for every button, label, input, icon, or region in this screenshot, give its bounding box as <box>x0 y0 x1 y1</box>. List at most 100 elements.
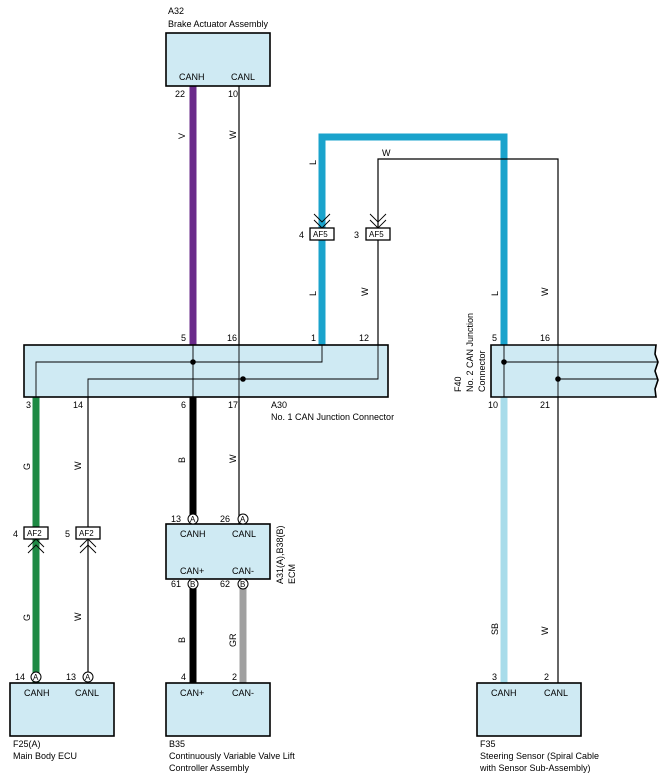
ecm-pin-26: 26 <box>220 514 230 524</box>
f25-name: Main Body ECU <box>13 751 77 761</box>
b35-pin-canm-label: CAN- <box>232 688 254 698</box>
f40-pin-5: 5 <box>492 333 497 343</box>
f35-name-line2: with Sensor Sub-Assembly) <box>479 763 591 773</box>
wire-label-v: V <box>177 133 187 139</box>
af2-chevron-g <box>27 538 45 554</box>
ecm-code: A31(A),B38(B) <box>275 525 285 584</box>
f40-pin-21: 21 <box>540 400 550 410</box>
wire-label-w-ecm: W <box>228 454 238 463</box>
ecm-conn-b-61 <box>187 578 199 590</box>
wire-label-w-f40: W <box>540 287 550 296</box>
af5-box-w <box>365 227 391 241</box>
b35-pin-canp-label: CAN+ <box>180 688 204 698</box>
ecm-box <box>165 523 271 580</box>
f40-pin-16: 16 <box>540 333 550 343</box>
a30-junction-dot-l <box>240 376 246 382</box>
f40-junction-dot-l <box>555 376 561 382</box>
wire-label-b-lower: B <box>177 637 187 643</box>
ecm-conn-b-61-letter: B <box>190 580 195 589</box>
ecm-conn-b-62-letter: B <box>240 580 245 589</box>
a30-code: A30 <box>271 400 287 410</box>
wire-label-sb: SB <box>490 623 500 635</box>
wire-label-l-upper: L <box>308 160 318 165</box>
wire-label-gr: GR <box>228 633 238 647</box>
af5-box-l <box>309 227 335 241</box>
f25-box <box>9 682 115 737</box>
ecm-conn-a-13 <box>187 513 199 525</box>
wire-label-w-f25-upper: W <box>73 461 83 470</box>
wire-label-b-upper: B <box>177 457 187 463</box>
wire-w-a30-f40 <box>377 158 559 345</box>
ecm-name: ECM <box>287 564 297 584</box>
a30-pin-14: 14 <box>73 400 83 410</box>
ecm-pin-61: 61 <box>171 579 181 589</box>
a30-box <box>23 344 389 398</box>
a30-pin-12: 12 <box>359 333 369 343</box>
a32-pin-canh-label: CANH <box>179 72 205 82</box>
af2-pin-5: 5 <box>65 529 70 539</box>
f35-name-line1: Steering Sensor (Spiral Cable <box>480 751 599 761</box>
b35-name-line2: Controller Assembly <box>169 763 250 773</box>
ecm-pin-canh-label: CANH <box>180 529 206 539</box>
ecm-conn-b-62 <box>237 578 249 590</box>
f40-box <box>490 344 659 398</box>
ecm-pin-canl-label: CANL <box>232 529 256 539</box>
af5-pin-4: 4 <box>299 230 304 240</box>
a32-code: A32 <box>168 6 184 16</box>
f40-name-line2: Connector <box>477 350 487 392</box>
a30-junction-dot-h <box>190 359 196 365</box>
a30-name: No. 1 CAN Junction Connector <box>271 412 394 422</box>
ecm-conn-a-13-letter: A <box>190 515 196 524</box>
af5-label-w: AF5 <box>369 230 384 239</box>
f25-conn-a-13 <box>82 671 94 683</box>
f40-name-line1: No. 2 CAN Junction <box>465 313 475 392</box>
af2-chevron-w <box>79 538 97 554</box>
a32-pin-canl-label: CANL <box>231 72 255 82</box>
f25-pin-canl-label: CANL <box>75 688 99 698</box>
ecm-conn-a-26 <box>237 513 249 525</box>
b35-code: B35 <box>169 739 185 749</box>
a32-pin-22: 22 <box>175 89 185 99</box>
wire-label-g-lower: G <box>22 614 32 621</box>
f35-code: F35 <box>480 739 496 749</box>
a30-internal-bus-l <box>87 345 379 397</box>
a32-name: Brake Actuator Assembly <box>168 19 269 29</box>
af5-pin-3: 3 <box>354 230 359 240</box>
f25-conn-a-14-letter: A <box>33 673 39 682</box>
f25-conn-a-14 <box>30 671 42 683</box>
f25-pin-13: 13 <box>66 672 76 682</box>
a30-pin-5: 5 <box>181 333 186 343</box>
a30-pin-1: 1 <box>311 333 316 343</box>
wire-label-w-f25-lower: W <box>73 612 83 621</box>
wire-label-w-top: W <box>382 148 391 158</box>
wire-l-a30-f40 <box>318 133 508 345</box>
b35-name-line1: Continuously Variable Valve Lift <box>169 751 295 761</box>
a30-pin-16: 16 <box>227 333 237 343</box>
b35-pin-2: 2 <box>232 672 237 682</box>
ecm-pin-canm-label: CAN- <box>232 566 254 576</box>
f25-pin-canh-label: CANH <box>24 688 50 698</box>
a30-pin-3: 3 <box>26 400 31 410</box>
f35-pin-canh-label: CANH <box>491 688 517 698</box>
ecm-pin-62: 62 <box>220 579 230 589</box>
a32-box <box>165 32 271 87</box>
wire-label-w-f35: W <box>540 626 550 635</box>
b35-pin-4: 4 <box>181 672 186 682</box>
a30-pin-6: 6 <box>181 400 186 410</box>
f25-code: F25(A) <box>13 739 41 749</box>
wire-label-l-lower: L <box>308 291 318 296</box>
a30-pin-17: 17 <box>228 400 238 410</box>
ecm-pin-canp-label: CAN+ <box>180 566 204 576</box>
af2-pin-4: 4 <box>13 529 18 539</box>
wire-label-w-a32: W <box>228 130 238 139</box>
a32-pin-10: 10 <box>228 89 238 99</box>
f35-box <box>476 682 582 737</box>
af2-label-w: AF2 <box>79 529 94 538</box>
af5-label-l: AF5 <box>313 230 328 239</box>
b35-box <box>165 682 271 737</box>
f40-junction-dot-h <box>501 359 507 365</box>
f40-code: F40 <box>453 376 463 392</box>
wire-label-l-f40: L <box>490 291 500 296</box>
f35-pin-3: 3 <box>492 672 497 682</box>
